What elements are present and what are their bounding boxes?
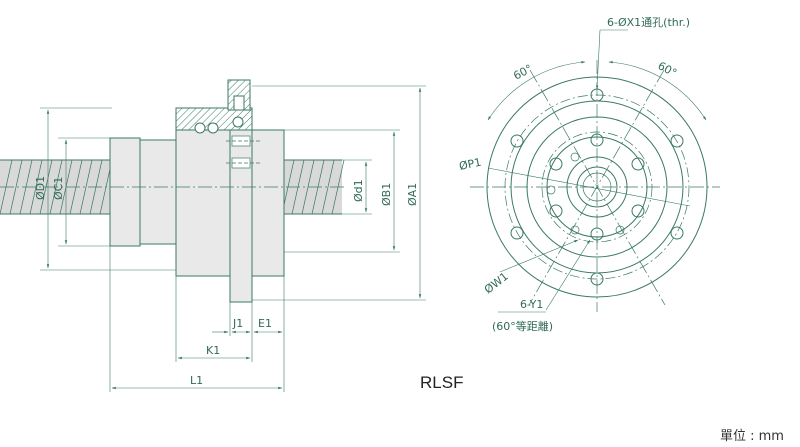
tapped-holes bbox=[226, 135, 260, 169]
through-hole bbox=[670, 134, 684, 148]
tapped-hole bbox=[631, 204, 645, 218]
model-title: RLSF bbox=[420, 373, 463, 392]
holes-note: 6-ØX1通孔(thr.) bbox=[607, 16, 690, 29]
through-hole bbox=[590, 272, 604, 286]
taps-note: (60°等距離) bbox=[492, 319, 553, 333]
nut-end-cap bbox=[109, 137, 141, 247]
tapped-hole bbox=[590, 133, 604, 147]
dim-label-A1: ØA1 bbox=[406, 183, 419, 206]
w1-label: ØW1 bbox=[482, 270, 511, 297]
thread-line bbox=[9, 159, 23, 215]
dim-label-L1: L1 bbox=[190, 374, 203, 387]
angle-left-label: 60° bbox=[511, 62, 534, 83]
tapped-holes-front bbox=[546, 133, 645, 241]
dim-label-J1: J1 bbox=[232, 317, 243, 330]
side-view: ØD1 ØC1 Ød1 ØB1 ØA1 J1 E1 K1 L1 bbox=[0, 79, 426, 392]
nut-body-right bbox=[251, 129, 285, 277]
dimension-lines bbox=[40, 85, 426, 392]
tapped-hole bbox=[590, 227, 604, 241]
tapped-hole bbox=[549, 204, 563, 218]
tapped-hole bbox=[549, 157, 563, 171]
taps-label: 6-Y1 bbox=[520, 298, 543, 311]
nut-body-left bbox=[139, 139, 179, 245]
thread-line bbox=[79, 159, 93, 215]
through-hole bbox=[510, 226, 524, 240]
tapped-hole bbox=[631, 157, 645, 171]
thread-line bbox=[321, 159, 335, 215]
dim-label-d1: Ød1 bbox=[352, 179, 365, 202]
dim-label-E1: E1 bbox=[258, 317, 272, 330]
unit-label: 單位 : mm bbox=[720, 429, 784, 444]
through-hole bbox=[510, 134, 524, 148]
nut-body bbox=[175, 129, 233, 277]
dim-label-C1: ØC1 bbox=[52, 177, 65, 200]
front-view: 6-ØX1通孔(thr.) 60° 60° ØP1 ØW1 6-Y1 (60°等… bbox=[458, 16, 720, 333]
pcd-label: ØP1 bbox=[458, 156, 483, 173]
dim-label-K1: K1 bbox=[206, 344, 220, 357]
dim-label-D1: ØD1 bbox=[34, 176, 47, 200]
dim-label-B1: ØB1 bbox=[380, 183, 393, 206]
through-hole bbox=[670, 226, 684, 240]
flange-section bbox=[175, 79, 253, 134]
flange-through-holes bbox=[510, 88, 684, 286]
